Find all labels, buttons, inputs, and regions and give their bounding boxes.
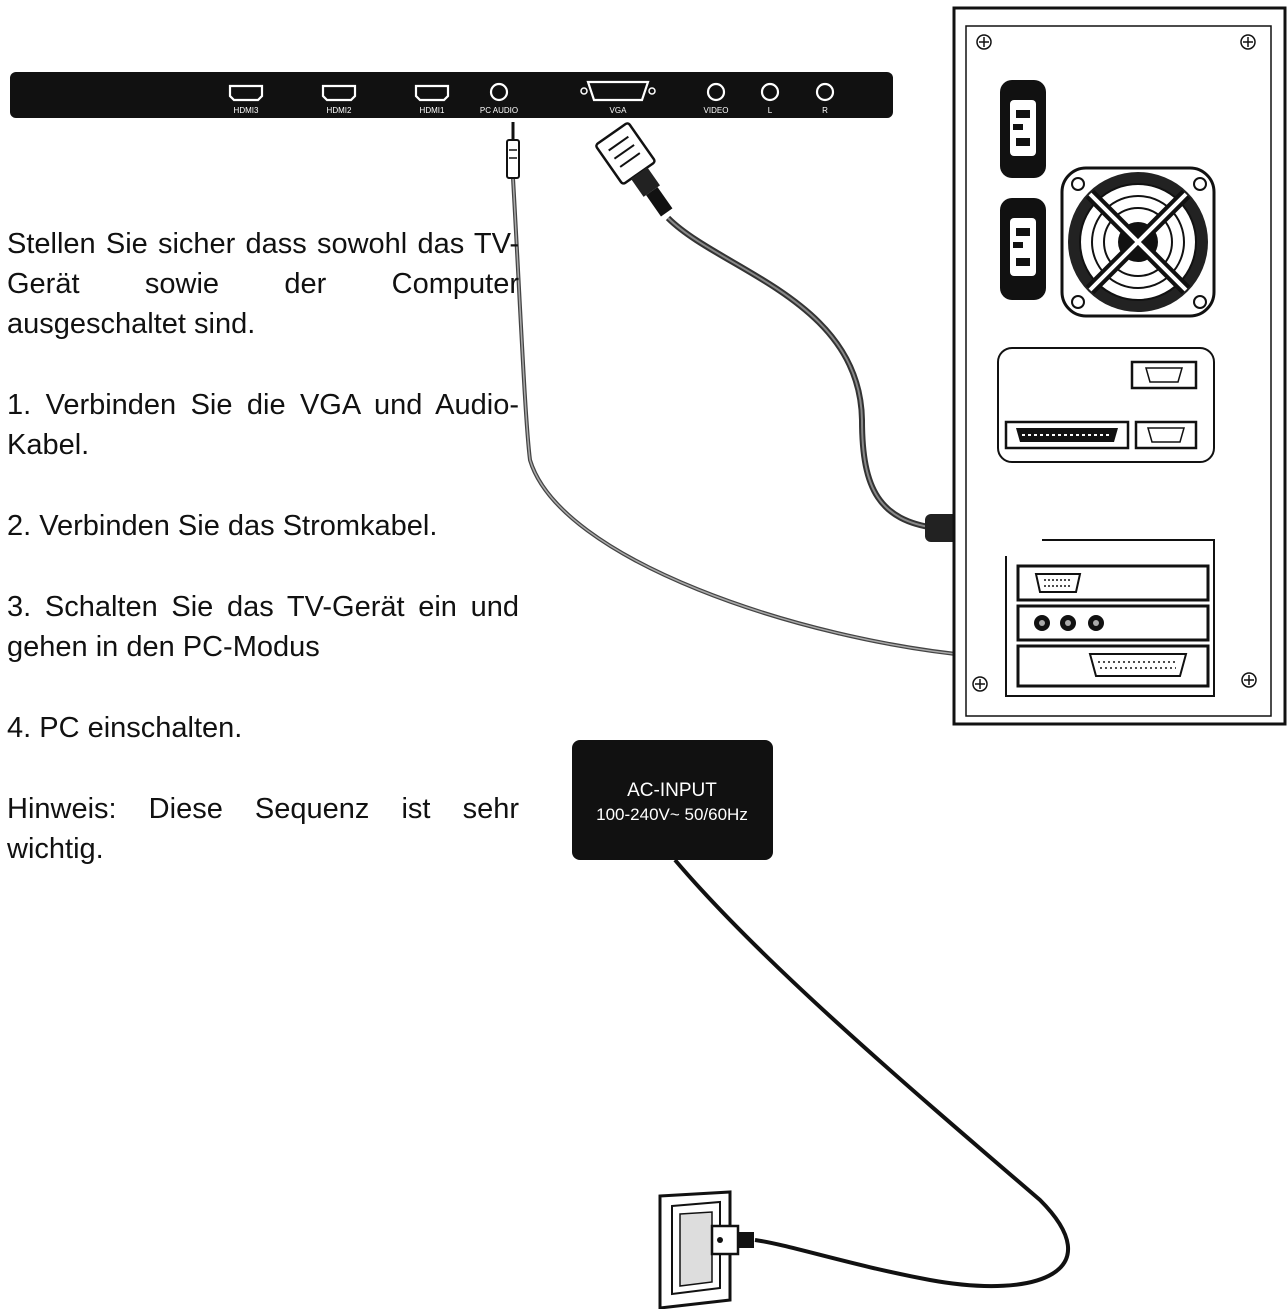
sound-card <box>1016 604 1210 642</box>
tv-connector-panel: HDMI3 HDMI2 HDMI1 PC AUDIO VGA VIDEO <box>10 72 893 118</box>
instruction-step-4: 4. PC einschalten. <box>7 712 243 744</box>
serial-port-icon <box>1134 420 1198 450</box>
vga-label: VGA <box>610 106 628 115</box>
hdmi1-port: HDMI1 <box>414 84 450 115</box>
audio-r-label: R <box>822 106 828 115</box>
pc-tower-rear <box>952 6 1287 726</box>
parallel-port-icon <box>1004 420 1130 450</box>
vga-plug-tv <box>595 122 673 217</box>
screw-icon <box>972 676 988 692</box>
power-plug-icon <box>710 1224 754 1256</box>
video-label: VIDEO <box>704 106 729 115</box>
tv-panel-strip <box>10 72 893 118</box>
pc-audio-port: PC AUDIO <box>480 82 518 115</box>
hdmi3-label: HDMI3 <box>234 106 259 115</box>
serial-port-icon <box>1130 360 1198 390</box>
fan-icon <box>1060 166 1216 318</box>
wall-outlet-icon <box>658 1190 732 1309</box>
audio-l-label: L <box>768 106 773 115</box>
power-socket-icon <box>1000 198 1046 300</box>
hdmi3-port: HDMI3 <box>228 84 264 115</box>
printer-card <box>1016 644 1210 688</box>
power-socket-icon <box>1000 80 1046 178</box>
vga-port: VGA <box>580 80 656 115</box>
instruction-step-1: 1. Verbinden Sie die VGA und Audio-Kabel… <box>7 389 519 461</box>
audio-l-port: L <box>760 82 780 115</box>
screw-icon <box>976 34 992 50</box>
instructions-text: Stellen Sie sicher dass sowohl das TV-Ge… <box>7 224 519 869</box>
ac-input-title: AC-INPUT <box>627 780 717 801</box>
instruction-note: Hinweis: Diese Sequenz ist sehr wichtig. <box>7 793 519 865</box>
ac-input-box: AC-INPUT 100-240V~ 50/60Hz <box>572 740 773 860</box>
audio-plug-tv <box>506 122 520 179</box>
ac-input-rating: 100-240V~ 50/60Hz <box>596 805 748 824</box>
instruction-intro: Stellen Sie sicher dass sowohl das TV-Ge… <box>7 228 519 340</box>
vga-card <box>1016 564 1210 602</box>
screw-icon <box>1241 672 1257 688</box>
instruction-step-3: 3. Schalten Sie das TV-Gerät ein und geh… <box>7 591 519 663</box>
hdmi1-label: HDMI1 <box>420 106 445 115</box>
screw-icon <box>1240 34 1256 50</box>
hdmi2-label: HDMI2 <box>327 106 352 115</box>
video-port: VIDEO <box>704 82 729 115</box>
pc-audio-label: PC AUDIO <box>480 106 518 115</box>
instruction-step-2: 2. Verbinden Sie das Stromkabel. <box>7 510 438 542</box>
expansion-slots <box>1005 539 1215 697</box>
hdmi2-port: HDMI2 <box>321 84 357 115</box>
io-panel <box>997 347 1215 463</box>
audio-r-port: R <box>815 82 835 115</box>
power-cable <box>673 858 1070 1288</box>
